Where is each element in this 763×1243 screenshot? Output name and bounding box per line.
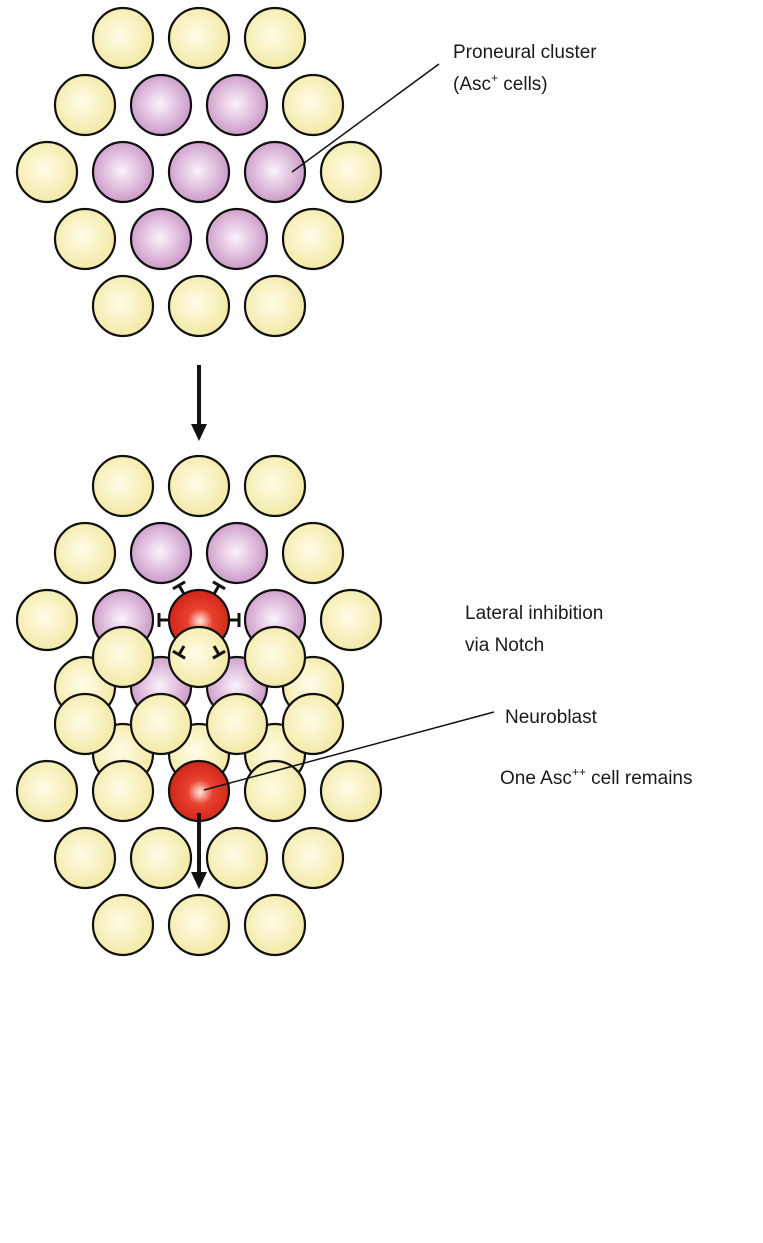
epidermal-cell bbox=[207, 694, 267, 754]
asc-positive-cell bbox=[207, 75, 267, 135]
epidermal-cell bbox=[283, 694, 343, 754]
epidermal-cell bbox=[17, 142, 77, 202]
via-notch-label: via Notch bbox=[465, 635, 544, 656]
epidermal-cell bbox=[245, 627, 305, 687]
asc-positive-cell bbox=[131, 75, 191, 135]
epidermal-cell bbox=[55, 828, 115, 888]
epidermal-cell bbox=[55, 523, 115, 583]
neuroblast-label: Neuroblast bbox=[505, 707, 598, 728]
epidermal-cell bbox=[131, 828, 191, 888]
epidermal-cell bbox=[245, 456, 305, 516]
epidermal-cell bbox=[207, 828, 267, 888]
epidermal-cell bbox=[169, 627, 229, 687]
epidermal-cell bbox=[283, 828, 343, 888]
epidermal-cell bbox=[93, 276, 153, 336]
epidermal-cell bbox=[283, 523, 343, 583]
epidermal-cell bbox=[321, 142, 381, 202]
proneural-cluster-panel bbox=[17, 8, 381, 336]
asc-positive-cell bbox=[207, 209, 267, 269]
epidermal-cell bbox=[93, 895, 153, 955]
asc-positive-cell bbox=[245, 142, 305, 202]
asc-positive-cell bbox=[131, 209, 191, 269]
asc-positive-cell bbox=[207, 523, 267, 583]
epidermal-cell bbox=[131, 694, 191, 754]
epidermal-cell bbox=[169, 456, 229, 516]
epidermal-cell bbox=[321, 761, 381, 821]
epidermal-cell bbox=[55, 209, 115, 269]
lateral-inhibition-label: Lateral inhibition bbox=[465, 603, 603, 624]
epidermal-cell bbox=[245, 761, 305, 821]
neuroblast-cell bbox=[169, 761, 229, 821]
epidermal-cell bbox=[283, 209, 343, 269]
epidermal-cell bbox=[93, 456, 153, 516]
asc-positive-cell bbox=[93, 142, 153, 202]
epidermal-cell bbox=[169, 8, 229, 68]
epidermal-cell bbox=[17, 761, 77, 821]
proneural-cluster-label: Proneural cluster bbox=[453, 42, 597, 63]
arrow-2 bbox=[191, 813, 207, 889]
epidermal-cell bbox=[17, 590, 77, 650]
epidermal-cell bbox=[93, 627, 153, 687]
epidermal-cell bbox=[55, 75, 115, 135]
epidermal-cell bbox=[169, 276, 229, 336]
epidermal-cell bbox=[245, 895, 305, 955]
asc-positive-cell bbox=[169, 142, 229, 202]
epidermal-cell bbox=[55, 694, 115, 754]
epidermal-cell bbox=[245, 8, 305, 68]
epidermal-cell bbox=[283, 75, 343, 135]
epidermal-cell bbox=[321, 590, 381, 650]
epidermal-cell bbox=[93, 761, 153, 821]
asc-positive-cell bbox=[131, 523, 191, 583]
arrow-1 bbox=[191, 365, 207, 441]
epidermal-cell bbox=[93, 8, 153, 68]
asc-cells-label: (Asc+ cells) bbox=[453, 71, 548, 95]
epidermal-cell bbox=[169, 895, 229, 955]
one-asc-cell-remains-label: One Asc++ cell remains bbox=[500, 765, 693, 789]
epidermal-cell bbox=[245, 276, 305, 336]
